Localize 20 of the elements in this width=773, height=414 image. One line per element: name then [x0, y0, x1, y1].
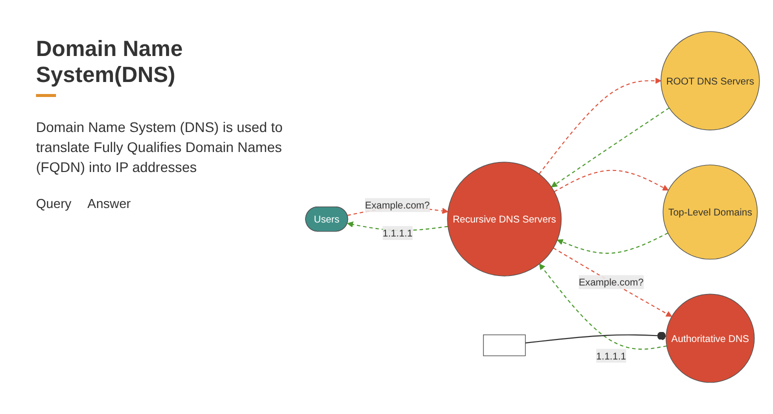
- connector: [525, 332, 666, 344]
- arrow: [554, 170, 669, 192]
- node-circle: Authoritative DNS: [666, 294, 755, 383]
- title: Domain Name System(DNS): [36, 36, 184, 88]
- node-circle: Recursive DNS Servers: [447, 162, 562, 276]
- edge-label: 1.1.1.1: [596, 350, 626, 362]
- edge-label: Example.com?: [365, 200, 430, 211]
- edge-label: 1.1.1.1: [382, 227, 413, 239]
- edge-label: Example.com?: [578, 276, 644, 288]
- arrow: [557, 232, 668, 254]
- note-label: Query: [36, 196, 72, 211]
- arrow: [553, 248, 672, 317]
- arrow: [539, 264, 667, 350]
- node-circle: ROOT DNS Servers: [660, 31, 760, 130]
- node-circle: Top-Level Domains: [662, 164, 758, 260]
- description-text: Domain Name System (DNS) is used to translate Fully Qualifies Domain Names (FQDN) into IP addresses: [36, 118, 284, 177]
- arrow: [538, 78, 662, 174]
- node-box: [483, 334, 526, 356]
- arrow: [551, 108, 670, 188]
- note-label: Answer: [87, 196, 131, 211]
